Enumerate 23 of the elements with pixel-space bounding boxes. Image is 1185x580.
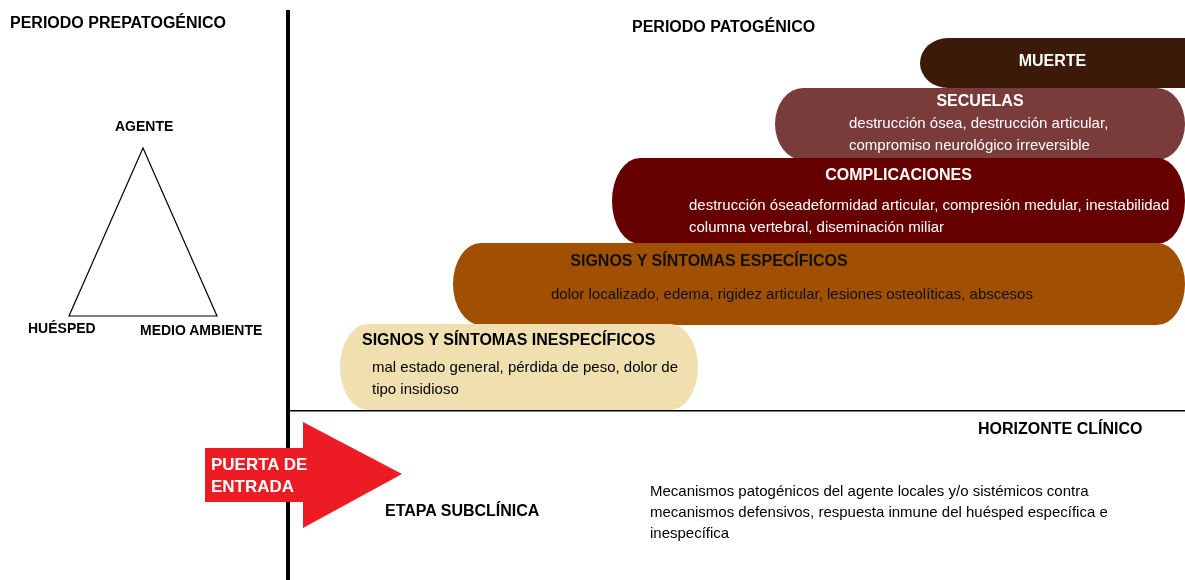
band-text: mal estado general, pérdida de peso, dolor de tipo insidioso bbox=[372, 357, 680, 399]
band-heading: SIGNOS Y SÍNTOMAS INESPECÍFICOS bbox=[362, 331, 656, 349]
stage-band bbox=[775, 88, 1185, 160]
stage-band bbox=[340, 324, 698, 410]
section-heading: PERIODO PATOGÉNICO bbox=[632, 18, 816, 36]
stage-label: ETAPA SUBCLÍNICA bbox=[385, 502, 540, 520]
section-heading: PERIODO PREPATOGÉNICO bbox=[10, 14, 227, 32]
horizon-label: HORIZONTE CLÍNICO bbox=[978, 420, 1143, 438]
band-heading: SIGNOS Y SÍNTOMAS ESPECÍFICOS bbox=[569, 252, 849, 270]
stage-band bbox=[612, 158, 1185, 244]
band-heading: MUERTE bbox=[1017, 52, 1088, 70]
band-text: destrucción ósea, destrucción articular, compromiso neurológico irreversible bbox=[849, 113, 1110, 155]
vertex-label: AGENTE bbox=[115, 118, 174, 134]
band-heading: COMPLICACIONES bbox=[824, 166, 973, 184]
arrow-label: PUERTA DE ENTRADA bbox=[211, 454, 309, 498]
description-text: Mecanismos patogénicos del agente locales y/o sistémicos contra mecanismos defensivos, respuesta inmune del huésped específica e inespecífica bbox=[650, 481, 1109, 543]
stage-band bbox=[453, 243, 1185, 325]
vertex-label: HUÉSPED bbox=[28, 320, 96, 336]
stage-band bbox=[920, 38, 1185, 88]
band-text: dolor localizado, edema, rigidez articular, lesiones osteolíticas, abscesos bbox=[551, 284, 1034, 304]
band-text: destrucción óseadeformidad articular, compresión medular, inestabilidad columna vertebral, diseminación miliar bbox=[689, 195, 1171, 237]
vertex-label: MEDIO AMBIENTE bbox=[140, 322, 263, 338]
band-heading: SECUELAS bbox=[935, 92, 1025, 110]
